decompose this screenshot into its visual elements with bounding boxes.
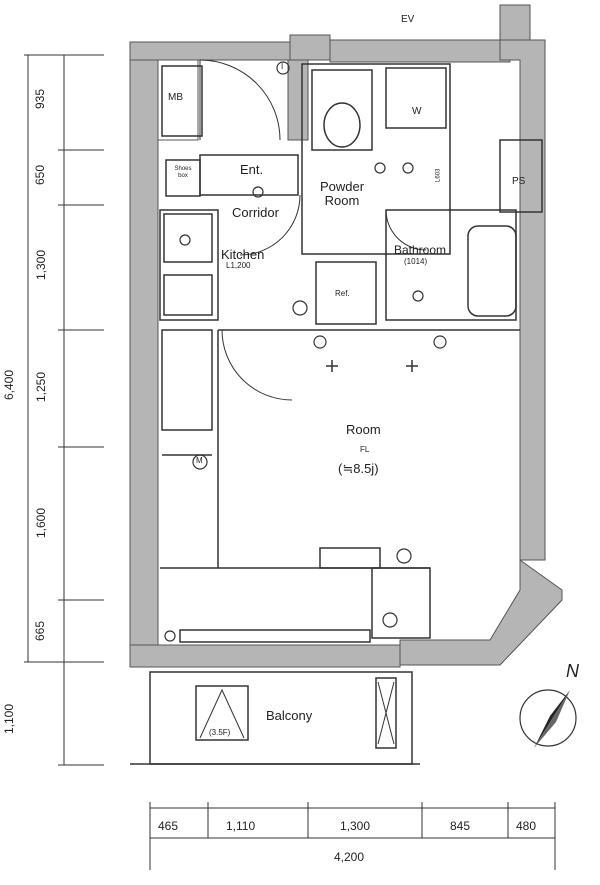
kitchen-label: Kitchen <box>221 247 265 262</box>
i-mark: I <box>281 62 284 71</box>
dim-v-1: 935 <box>33 88 48 110</box>
door-swings <box>199 59 427 401</box>
bathroom-size-label: (1014) <box>404 257 428 266</box>
shoes-box-label-line2: box <box>178 172 188 179</box>
dim-v-2: 650 <box>33 164 48 186</box>
mb-label: MB <box>168 92 183 103</box>
bathroom-label: Bathroom <box>394 243 447 257</box>
ceiling-lights <box>326 360 418 372</box>
exterior-walls <box>129 4 563 668</box>
dim-h-1: 465 <box>158 819 179 833</box>
powder-room-label: Powder Room <box>312 179 372 209</box>
ref-label: Ref. <box>335 289 350 298</box>
ps-label: PS <box>512 176 526 187</box>
m-mark: M <box>196 456 203 465</box>
dim-v-total: 6,400 <box>2 369 17 401</box>
powder-room-label-line2: Room <box>324 193 360 209</box>
corridor-label: Corridor <box>232 205 279 220</box>
dim-h-2: 1,110 <box>226 819 256 833</box>
entrance-label: Ent. <box>240 162 264 177</box>
compass-rose <box>519 689 577 748</box>
dim-v-6: 665 <box>33 620 48 642</box>
dim-v-3: 1,300 <box>34 249 49 281</box>
shoes-box-label: Shoes box <box>169 166 197 179</box>
balcony-hatch-marks <box>199 681 395 745</box>
compass-north-label: N <box>566 661 579 681</box>
dim-v-5: 1,600 <box>34 507 49 539</box>
room-fl-label: FL <box>360 445 370 454</box>
l-mark: L603 <box>435 168 442 182</box>
balcony-unit-label: (3.5F) <box>209 728 231 737</box>
dim-h-3: 1,300 <box>340 819 371 833</box>
dim-h-4: 845 <box>450 819 471 833</box>
fixture-symbols <box>164 61 447 642</box>
dim-h-5: 480 <box>516 819 537 833</box>
shoes-box-label-line1: Shoes <box>174 166 192 172</box>
w-label: W <box>412 106 422 117</box>
ev-label: EV <box>401 14 415 25</box>
powder-room-label-line1: Powder <box>319 179 365 194</box>
dim-balcony-depth: 1,100 <box>2 703 17 735</box>
dimension-lines <box>24 54 556 870</box>
kitchen-size-label: L1,200 <box>226 261 251 270</box>
dim-h-total: 4,200 <box>334 850 365 864</box>
dim-v-4: 1,250 <box>34 371 49 403</box>
interior-walls <box>130 63 543 765</box>
balcony-label: Balcony <box>266 708 313 723</box>
room-area-label: (≒8.5j) <box>338 461 379 476</box>
room-label: Room <box>346 422 381 437</box>
